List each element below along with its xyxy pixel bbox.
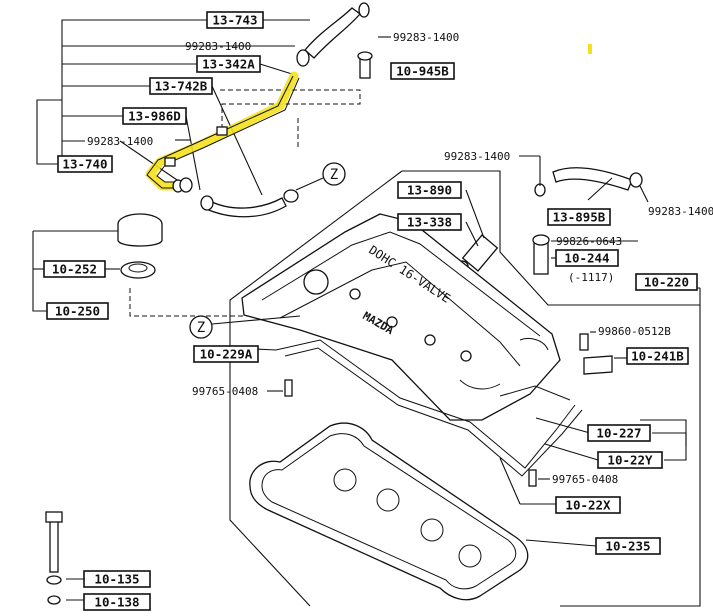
part-number-bolt-right: 99860-0512B (598, 325, 671, 338)
callout-10-945b-label: 10-945B (396, 64, 449, 79)
callout-10-235-label: 10-235 (605, 539, 650, 554)
part-number-range-note: (-1117) (568, 271, 614, 284)
head-cover: DOHC 16-VALVE MAZDA (241, 213, 561, 421)
breather-hose-assembly (145, 2, 373, 218)
callout-10-138-label: 10-138 (94, 595, 139, 610)
callout-13-742b: 13-742B (149, 77, 213, 95)
part-number-clip-upper: 99283-1400 (185, 40, 251, 53)
callout-10-220: 10-220 (635, 273, 698, 291)
callout-13-986d-label: 13-986D (128, 109, 181, 124)
callout-13-338-label: 13-338 (407, 215, 452, 230)
callout-10-138: 10-138 (83, 593, 151, 611)
callout-10-135: 10-135 (83, 570, 151, 588)
callout-10-22x: 10-22X (555, 496, 621, 514)
callout-13-740-label: 13-740 (62, 157, 107, 172)
z-marker-upper-label: Z (330, 167, 338, 183)
z-marker-lower-label: Z (197, 320, 205, 336)
z-marker-upper: Z (295, 162, 346, 191)
cover-gasket (275, 339, 583, 477)
callout-10-229a-label: 10-229A (200, 347, 253, 362)
callout-10-244-label: 10-244 (564, 251, 609, 266)
callout-10-227: 10-227 (587, 424, 651, 442)
part-number-stud: 99826-0643 (556, 235, 622, 248)
callout-13-743-label: 13-743 (212, 13, 257, 28)
z-marker-lower: Z (189, 315, 301, 339)
callout-13-740: 13-740 (57, 155, 113, 173)
callout-10-22y: 10-22Y (597, 451, 663, 469)
part-number-clip-right: 99283-1400 (648, 205, 713, 218)
callout-13-890: 13-890 (397, 181, 462, 199)
callout-13-895b: 13-895B (547, 208, 611, 226)
callout-13-895b-label: 13-895B (553, 210, 606, 225)
callout-10-252: 10-252 (43, 260, 106, 278)
plug-well-gasket (249, 422, 529, 601)
callout-10-135-label: 10-135 (94, 572, 139, 587)
callout-10-235: 10-235 (595, 537, 661, 555)
left-bracket-lines (32, 19, 391, 312)
callout-10-241b: 10-241B (626, 347, 689, 365)
bolts (45, 331, 687, 605)
callout-10-227-label: 10-227 (596, 426, 641, 441)
callout-13-342a: 13-342A (196, 55, 261, 73)
part-number-clip-top-right: 99283-1400 (393, 31, 459, 44)
callout-10-229a: 10-229A (193, 345, 259, 363)
callout-13-890-label: 13-890 (407, 183, 452, 198)
part-number-bolt-lower: 99765-0408 (552, 473, 618, 486)
callout-10-220-label: 10-220 (644, 275, 689, 290)
callout-10-244: 10-244 (555, 249, 619, 267)
oil-filler-cap (117, 213, 163, 279)
callout-10-945b: 10-945B (390, 62, 455, 80)
right-hose-assembly (455, 155, 649, 275)
callout-10-22x-label: 10-22X (565, 498, 611, 513)
callout-13-338: 13-338 (397, 213, 462, 231)
callout-10-241b-label: 10-241B (631, 349, 684, 364)
part-number-clip-left: 99283-1400 (87, 135, 153, 148)
part-number-bolt-left: 99765-0408 (192, 385, 258, 398)
callout-13-743: 13-743 (206, 11, 264, 29)
callout-13-342a-label: 13-342A (202, 57, 255, 72)
callout-10-22y-label: 10-22Y (607, 453, 653, 468)
callout-10-250-label: 10-250 (55, 304, 100, 319)
highlight-mark (588, 44, 592, 54)
callout-13-986d: 13-986D (122, 107, 187, 125)
callout-10-250: 10-250 (46, 302, 109, 320)
callout-13-742b-label: 13-742B (155, 79, 208, 94)
callout-10-252-label: 10-252 (52, 262, 97, 277)
part-number-clip-center: 99283-1400 (444, 150, 510, 163)
